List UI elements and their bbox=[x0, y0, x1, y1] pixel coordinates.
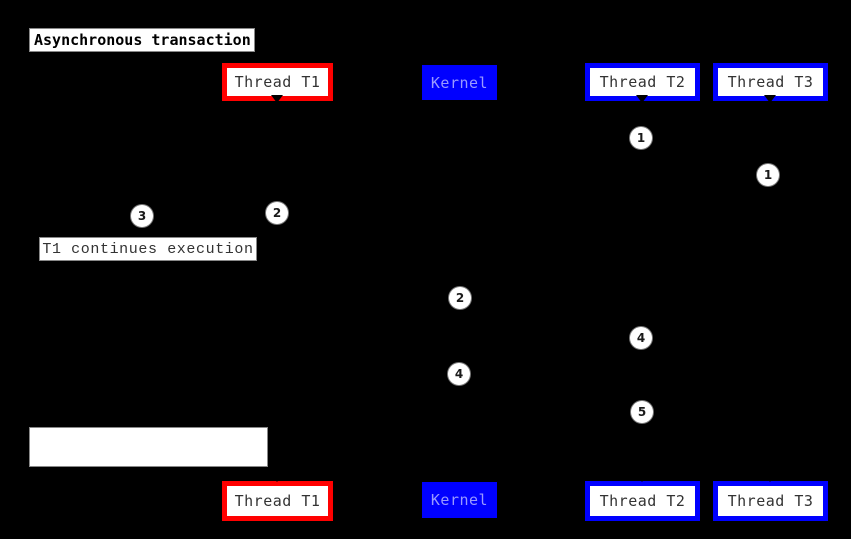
sequence-number-marker: 2 bbox=[266, 202, 288, 224]
actor-thread-t2-bottom: Thread T2 bbox=[585, 481, 700, 521]
sequence-number-marker: 4 bbox=[448, 363, 470, 385]
lifeline-arrowhead bbox=[764, 95, 776, 103]
note-empty bbox=[29, 427, 268, 467]
lifeline-arrowhead bbox=[764, 474, 776, 482]
sequence-number-marker: 1 bbox=[630, 127, 652, 149]
lifeline-arrowhead bbox=[271, 474, 283, 482]
sequence-number-marker: 2 bbox=[449, 287, 471, 309]
actor-kernel-top: Kernel bbox=[422, 65, 497, 100]
diagram-title: Asynchronous transaction bbox=[29, 28, 255, 52]
note-t1-continues-execution: T1 continues execution bbox=[39, 237, 257, 261]
actor-thread-t3-top: Thread T3 bbox=[713, 63, 828, 101]
actor-thread-t3-bottom: Thread T3 bbox=[713, 481, 828, 521]
sequence-number-marker: 4 bbox=[630, 327, 652, 349]
sequence-number-marker: 3 bbox=[131, 205, 153, 227]
sequence-number-marker: 1 bbox=[757, 164, 779, 186]
lifeline-arrowhead bbox=[636, 474, 648, 482]
actor-kernel-bottom: Kernel bbox=[422, 482, 497, 518]
lifeline-arrowhead bbox=[271, 95, 283, 103]
actor-thread-t1-bottom: Thread T1 bbox=[222, 481, 333, 521]
sequence-number-marker: 5 bbox=[631, 401, 653, 423]
lifeline-arrowhead bbox=[636, 95, 648, 103]
